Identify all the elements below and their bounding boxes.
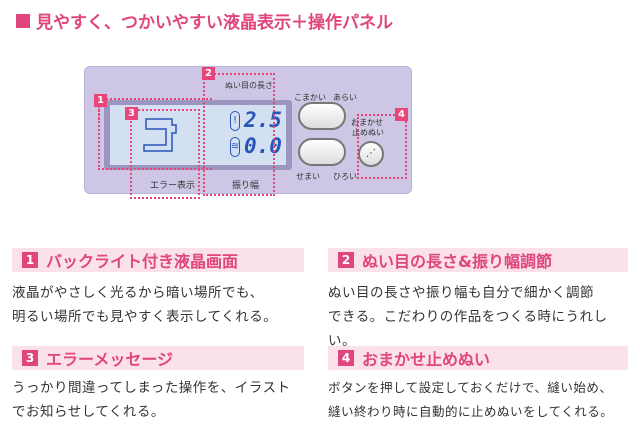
wide-label: ひろい <box>333 172 357 181</box>
page-title: 見やすく、つかいやすい液晶表示＋操作パネル <box>16 8 393 33</box>
width-label: 振り幅 <box>232 181 260 191</box>
section-auto-lock: 4 おまかせ止めぬい ボタンを押して設定しておくだけで、縫い始め、縫い終わり時に自… <box>328 346 628 424</box>
auto-lock-label-2: 止めぬい <box>352 128 384 137</box>
section-number: 4 <box>338 350 354 366</box>
section-number: 2 <box>338 252 354 268</box>
marker-1: 1 <box>94 94 107 107</box>
callout-box-4 <box>357 114 407 179</box>
pink-square-icon <box>16 13 30 28</box>
marker-4: 4 <box>395 108 408 121</box>
marker-3: 3 <box>125 107 138 120</box>
stitch-width-button[interactable] <box>298 138 346 166</box>
length-value: 2.5 <box>244 108 282 132</box>
stitch-length-button[interactable] <box>298 102 346 130</box>
section-title: バックライト付き液晶画面 <box>46 252 239 271</box>
title-text: 見やすく、つかいやすい液晶表示＋操作パネル <box>36 13 393 33</box>
section-text: うっかり間違ってしまった操作を、イラスト <box>12 380 291 396</box>
error-display-label: エラー表示 <box>150 181 196 191</box>
coarse-label: あらい <box>333 93 357 102</box>
section-text: ボタンを押して設定しておくだけで、縫い始め、 <box>328 380 613 395</box>
section-title: エラーメッセージ <box>46 350 174 369</box>
width-value: 0.0 <box>244 134 282 158</box>
section-stitch-adjust: 2 ぬい目の長さ&振り幅調節 ぬい目の長さや振り幅も自分で細かく調節できる。こだわ… <box>328 248 628 353</box>
section-text: ぬい目の長さや振り幅も自分で細かく調節 <box>328 285 594 301</box>
section-text: 縫い終わり時に自動的に止めぬいをしてくれる。 <box>328 404 614 419</box>
section-text: でお知らせしてくれる。 <box>12 404 165 420</box>
section-number: 3 <box>22 350 38 366</box>
section-text: 明るい場所でも見やすく表示してくれる。 <box>12 309 278 325</box>
marker-2: 2 <box>202 67 215 80</box>
section-text: 液晶がやさしく光るから暗い場所でも、 <box>12 285 264 301</box>
fine-label: こまかい <box>294 93 326 102</box>
section-text: できる。こだわりの作品をつくる時にうれしい。 <box>328 309 608 349</box>
stitch-length-icon: ! <box>230 111 240 131</box>
section-title: ぬい目の長さ&振り幅調節 <box>362 252 552 271</box>
section-number: 1 <box>22 252 38 268</box>
section-title: おまかせ止めぬい <box>362 350 491 369</box>
section-error: 3 エラーメッセージ うっかり間違ってしまった操作を、イラストでお知らせしてくれる… <box>12 346 304 424</box>
callout-box-2 <box>203 73 275 196</box>
sewing-machine-icon <box>143 118 177 152</box>
section-backlight: 1 バックライト付き液晶画面 液晶がやさしく光るから暗い場所でも、明るい場所でも見… <box>12 248 304 329</box>
narrow-label: せまい <box>296 172 320 181</box>
auto-lock-stitch-button[interactable]: ⋰ <box>358 141 384 167</box>
zigzag-width-icon: ≋ <box>230 137 240 157</box>
callout-box-1b <box>98 98 212 170</box>
auto-lock-label-1: おまかせ <box>351 118 383 127</box>
stitch-length-label: ぬい目の長さ <box>225 81 273 90</box>
callout-box-3 <box>130 109 200 199</box>
